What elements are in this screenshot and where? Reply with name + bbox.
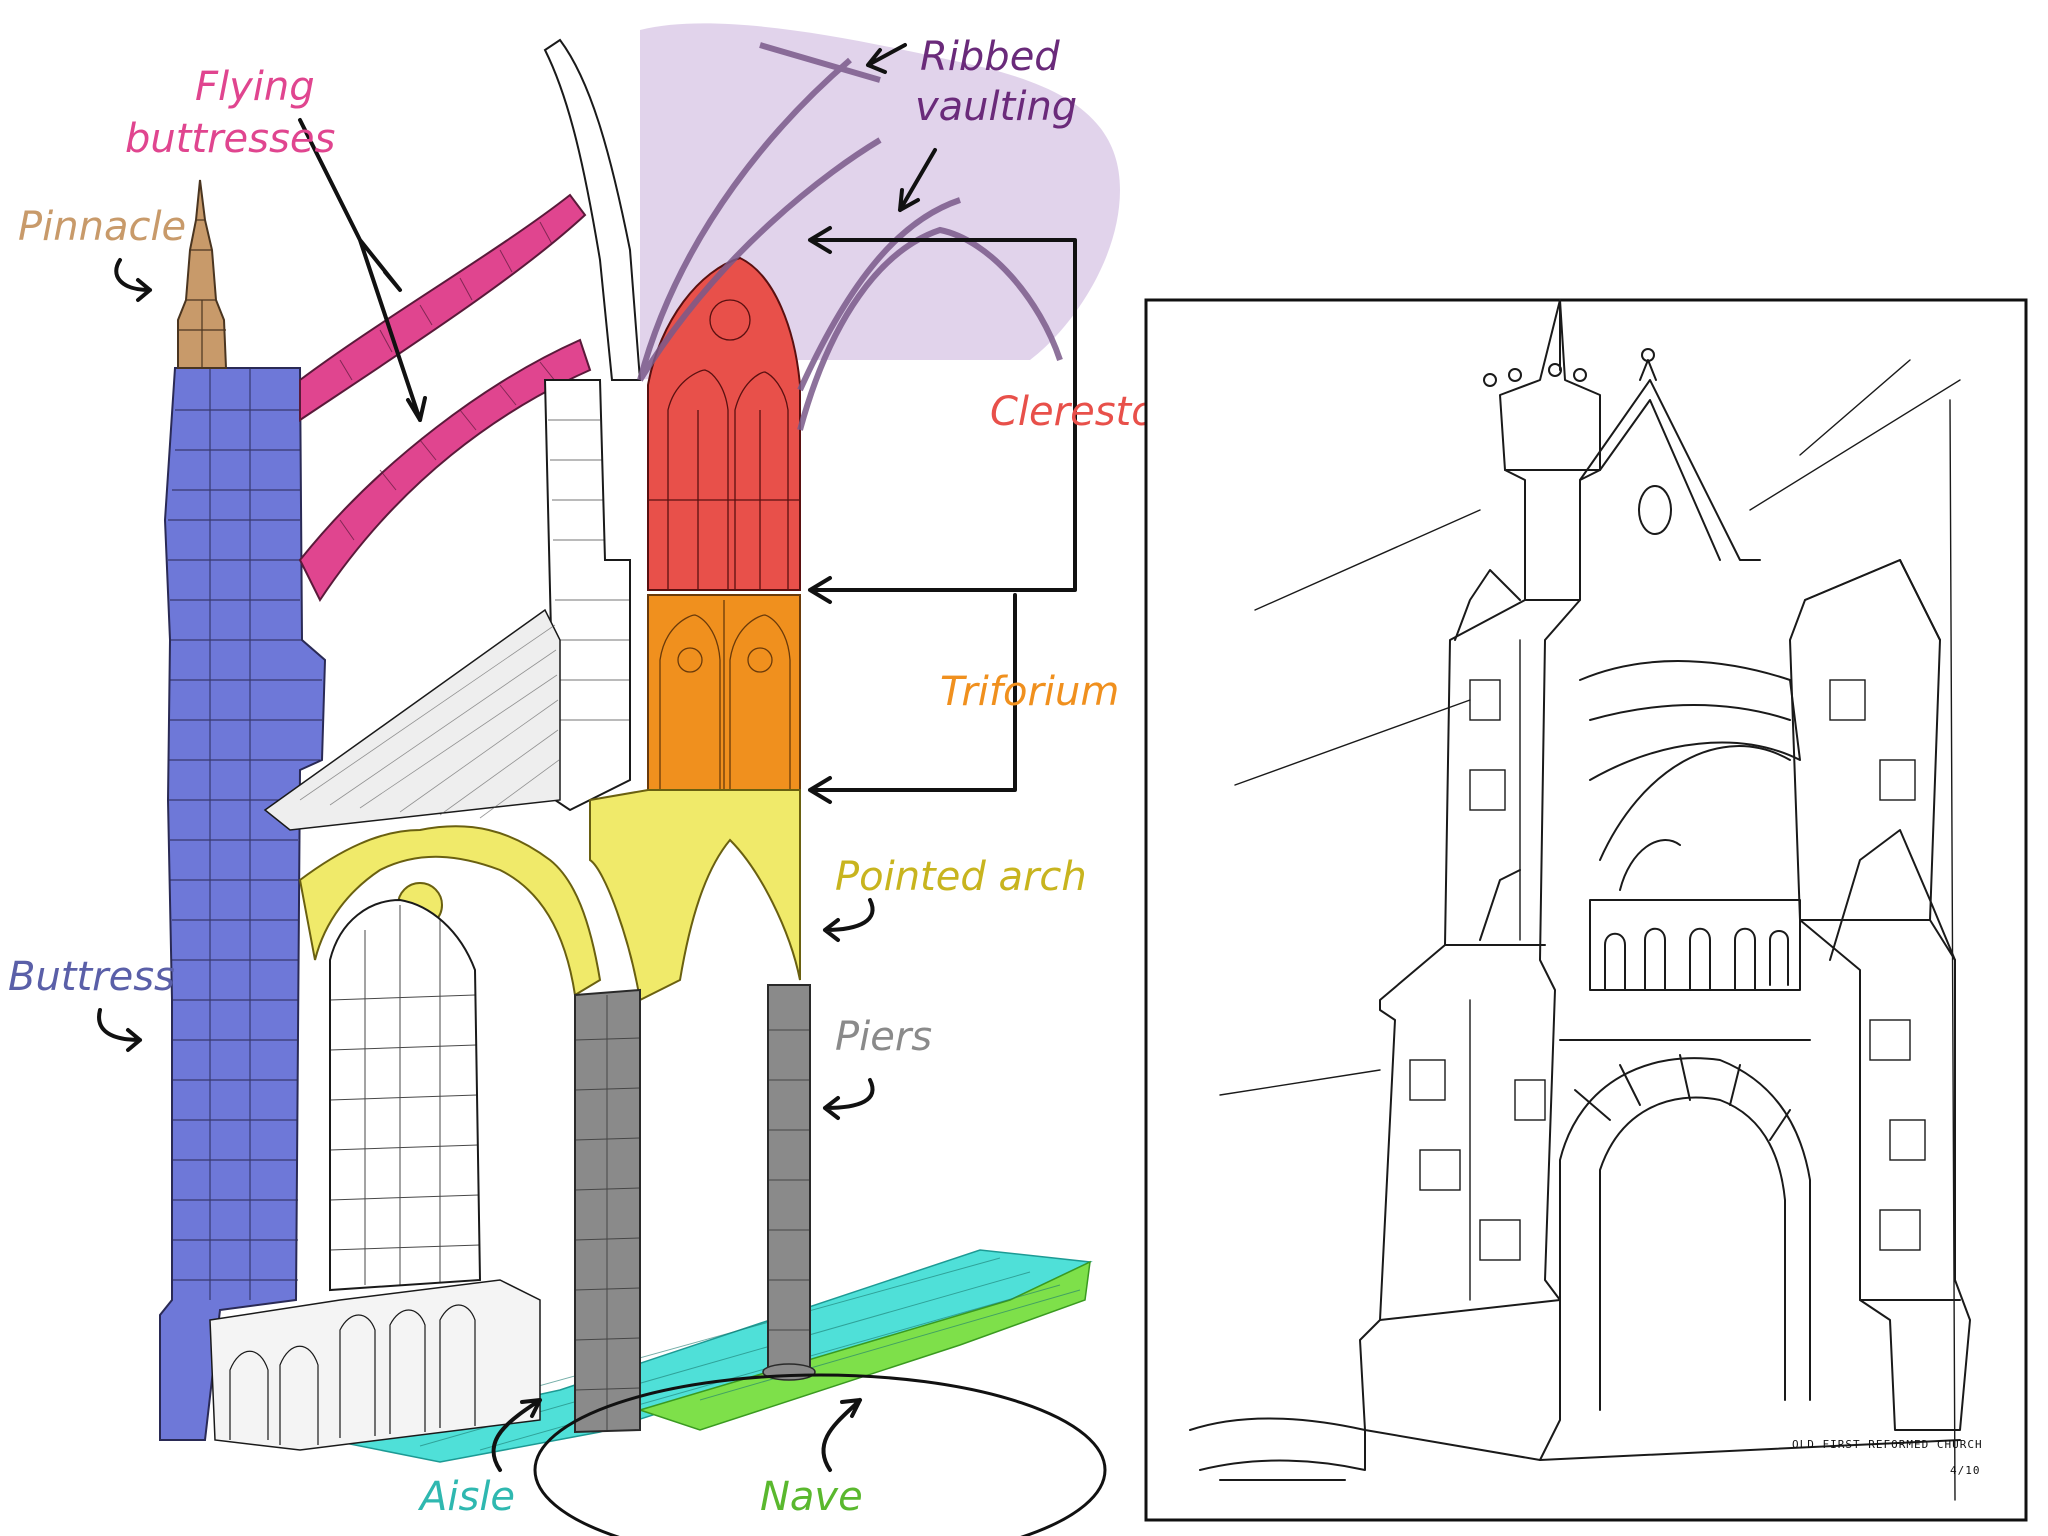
- label-buttress: Buttress: [8, 954, 175, 1000]
- sketch-entrance-arch: [1559, 1039, 1811, 1411]
- sketch-gable: [1579, 348, 1761, 561]
- nave-wall-brick: [548, 419, 630, 721]
- nave-arrow: [821, 1398, 862, 1472]
- clerestory-window: [647, 256, 801, 591]
- sketch-flying-buttress: [1579, 660, 1801, 861]
- aisle-arrow: [491, 1398, 542, 1472]
- flying-buttress-lower: [298, 338, 592, 602]
- ink-sketch-panel: OLD FIRST REFORMED CHURCH 4/10: [1144, 298, 2028, 1522]
- buttress-brick-pattern: [168, 368, 322, 1300]
- clerestory-bracket: [808, 226, 1077, 604]
- sketch-frame: [1144, 298, 2028, 1522]
- pointed-arch-spandrel: [589, 789, 801, 1002]
- clerestory-tracery: [648, 299, 800, 590]
- label-arrows: [97, 43, 1107, 1536]
- pinnacle-arrow: [114, 258, 152, 302]
- nave-ellipse: [533, 1373, 1107, 1536]
- cross-section-diagram: Flying buttresses Pinnacle Ribbed vaulti…: [8, 23, 1197, 1536]
- sketch-arcade-gallery: [1589, 839, 1801, 991]
- pinnacle-detail: [178, 219, 226, 368]
- sketch-base-wall: [1189, 1417, 1961, 1481]
- label-triforium: Triforium: [940, 669, 1119, 715]
- sketch-roof-lines: [1219, 359, 1961, 1501]
- label-flying-buttresses-line2: buttresses: [125, 116, 335, 162]
- piers-arrow: [823, 1078, 875, 1120]
- flying-buttresses-arrow: [298, 118, 427, 422]
- aisle-roof: [263, 608, 561, 831]
- ribbed-vault-ribs: [637, 42, 1063, 431]
- pointed-arch-arrow: [823, 898, 875, 942]
- pinnacle-spire: [177, 179, 228, 369]
- aisle-roof-hatch: [299, 624, 560, 819]
- label-piers: Piers: [835, 1014, 932, 1060]
- pier-right-blocks: [768, 1029, 810, 1331]
- label-pointed-arch: Pointed arch: [835, 854, 1087, 900]
- sketch-caption-title: OLD FIRST REFORMED CHURCH: [1792, 1438, 1983, 1451]
- nave-wall-column: [543, 379, 631, 812]
- label-flying-buttresses-line1: Flying: [195, 64, 315, 110]
- label-nave: Nave: [760, 1474, 863, 1520]
- label-ribbed-vaulting-line1: Ribbed: [920, 34, 1060, 80]
- ribbed-vaulting-arrow-mid: [898, 148, 937, 212]
- pier-left-blocks: [574, 995, 641, 1430]
- ribbed-vaulting-arrow-top: [866, 43, 907, 74]
- diagram-labels: Flying buttresses Pinnacle Ribbed vaulti…: [8, 34, 1197, 1520]
- triforium-bracket: [808, 593, 1017, 804]
- nave-floor: [637, 1260, 1091, 1431]
- sketch-pinnacle-crown: [1483, 299, 1587, 387]
- triforium-arcade: [659, 600, 791, 790]
- aisle-window: [329, 898, 482, 1292]
- label-ribbed-vaulting-line2: vaulting: [915, 84, 1077, 130]
- label-aisle: Aisle: [417, 1474, 515, 1520]
- aisle-blind-arcade: [229, 1304, 476, 1445]
- pier-right: [767, 984, 811, 1374]
- flying-buttress-brick: [339, 221, 557, 541]
- sketch-caption-date: 4/10: [1950, 1464, 1981, 1477]
- sketch-right-tower-stones: [1829, 679, 1926, 1251]
- sketch-left-tower-stones: [1409, 639, 1546, 1301]
- flying-buttress-upper: [299, 193, 587, 422]
- sketch-right-tower: [1789, 559, 1971, 1431]
- label-pinnacle: Pinnacle: [18, 204, 186, 250]
- buttress-tower: [159, 367, 327, 1441]
- buttress-arrow: [97, 1008, 142, 1052]
- aisle-window-grid: [329, 905, 481, 1285]
- spire-post: [543, 38, 642, 381]
